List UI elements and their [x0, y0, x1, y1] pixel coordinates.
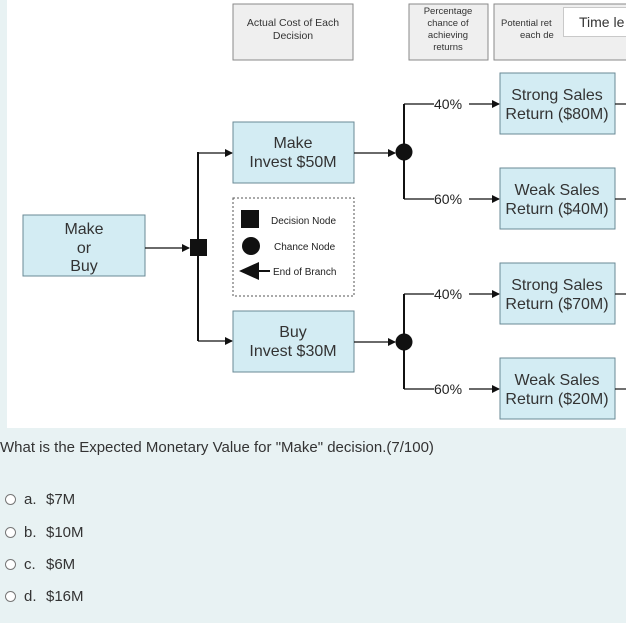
svg-text:Invest $30M: Invest $30M [249, 343, 336, 360]
header-actual-cost: Actual Cost of Each Decision [232, 3, 354, 61]
svg-text:Strong Sales: Strong Sales [511, 87, 603, 104]
svg-text:Percentage: Percentage [424, 6, 473, 17]
svg-text:or: or [77, 240, 92, 257]
radio-b-icon[interactable] [5, 527, 16, 538]
svg-text:Return ($70M): Return ($70M) [505, 296, 608, 313]
svg-text:Decision: Decision [273, 30, 313, 42]
svg-text:Invest $50M: Invest $50M [249, 154, 336, 171]
svg-text:Weak Sales: Weak Sales [514, 182, 599, 199]
legend-chance-circle-icon [242, 237, 260, 255]
root-box-make-or-buy: Make or Buy [22, 214, 146, 277]
svg-text:Chance Node: Chance Node [274, 242, 336, 253]
svg-text:Decision Node: Decision Node [271, 216, 336, 227]
svg-text:Make: Make [273, 135, 312, 152]
option-c[interactable]: c. $6M [5, 554, 75, 574]
option-a[interactable]: a. $7M [5, 489, 75, 509]
svg-text:End of Branch: End of Branch [273, 267, 336, 278]
outcome-box-buy-weak: Weak Sales Return ($20M) [499, 357, 626, 420]
option-b-letter: b. [24, 523, 37, 541]
pct-label-buy-weak: 60% [434, 381, 462, 397]
decision-tree-panel: Actual Cost of Each Decision Percentage … [7, 0, 626, 428]
option-d-text: $16M [46, 587, 84, 605]
svg-text:Buy: Buy [70, 258, 98, 275]
svg-text:Weak Sales: Weak Sales [514, 372, 599, 389]
buy-invest-box: Buy Invest $30M [232, 310, 355, 373]
header-percentage: Percentage chance of achieving returns [408, 3, 489, 61]
option-d-letter: d. [24, 587, 37, 605]
pct-label-make-weak: 60% [434, 191, 462, 207]
radio-d-icon[interactable] [5, 591, 16, 602]
option-a-text: $7M [46, 490, 76, 508]
svg-text:achieving: achieving [428, 30, 468, 41]
make-invest-box: Make Invest $50M [232, 121, 355, 184]
option-d[interactable]: d. $16M [5, 586, 84, 606]
outcome-box-buy-strong: Strong Sales Return ($70M) [499, 262, 626, 325]
outcome-box-make-strong: Strong Sales Return ($80M) [499, 72, 626, 135]
outcome-box-make-weak: Weak Sales Return ($40M) [499, 167, 626, 230]
time-left-label: Time le [579, 14, 625, 30]
legend: Decision Node Chance Node End of Branch [232, 197, 355, 297]
svg-text:each de: each de [520, 30, 554, 41]
option-a-letter: a. [24, 490, 37, 508]
svg-text:Return ($20M): Return ($20M) [505, 391, 608, 408]
option-c-letter: c. [24, 555, 36, 573]
radio-a-icon[interactable] [5, 494, 16, 505]
svg-text:chance of: chance of [427, 18, 469, 29]
pct-label-buy-strong: 40% [434, 286, 462, 302]
svg-text:returns: returns [433, 42, 463, 53]
svg-text:Strong Sales: Strong Sales [511, 277, 603, 294]
decision-tree-diagram: Actual Cost of Each Decision Percentage … [22, 3, 626, 420]
time-left-tab[interactable]: Time le [563, 7, 626, 37]
option-c-text: $6M [46, 555, 76, 573]
svg-text:Make: Make [64, 221, 103, 238]
svg-text:Potential ret: Potential ret [501, 18, 552, 29]
pct-label-make-strong: 40% [434, 96, 462, 112]
legend-decision-square-icon [241, 210, 259, 228]
svg-text:Return ($80M): Return ($80M) [505, 106, 608, 123]
legend-end-triangle-icon [239, 262, 259, 280]
option-b[interactable]: b. $10M [5, 522, 84, 542]
svg-text:Return ($40M): Return ($40M) [505, 201, 608, 218]
radio-c-icon[interactable] [5, 559, 16, 570]
svg-text:Buy: Buy [279, 324, 307, 341]
option-b-text: $10M [46, 523, 84, 541]
question-text: What is the Expected Monetary Value for … [0, 439, 434, 456]
svg-text:Actual Cost of Each: Actual Cost of Each [247, 17, 339, 29]
